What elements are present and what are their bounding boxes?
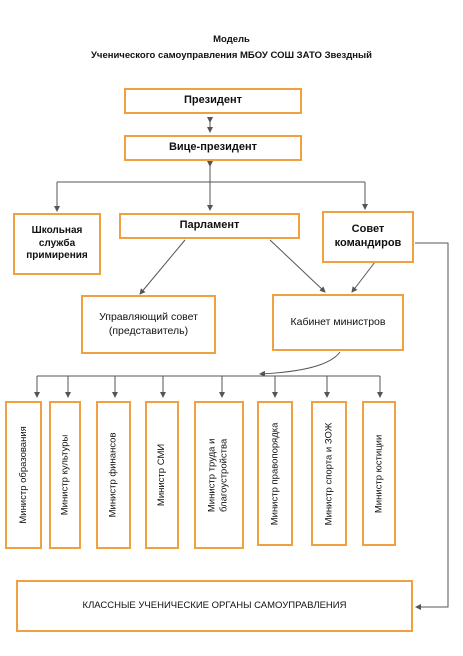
connector-to-cabinet — [269, 239, 326, 293]
school-mediation-service-box: Школьная служба примирения — [13, 213, 101, 275]
minister-finance-box: Министр финансов — [96, 401, 131, 549]
connector-council-cabinet — [351, 256, 381, 293]
diagram-subtitle: Ученического самоуправления МБОУ СОШ ЗАТ… — [91, 50, 372, 61]
school-service-line1: Школьная — [31, 225, 83, 237]
minister-law-order-box: Министр правопорядка — [257, 401, 293, 546]
minister-justice-box: Министр юстиции — [362, 401, 396, 546]
governing-council-box: Управляющий совет (представитель) — [81, 295, 216, 354]
minister-media-box: Министр СМИ — [145, 401, 179, 549]
minister-sport-box: Министр спорта и ЗОЖ — [311, 401, 347, 546]
governing-council-line2: (представитель) — [108, 324, 189, 337]
diagram-title: Модель — [213, 34, 250, 45]
minister-finance-label: Министр финансов — [107, 432, 119, 518]
governing-council-line1: Управляющий совет — [99, 311, 198, 324]
minister-labor-line2: благоустройства — [219, 438, 231, 512]
minister-labor-label: Министр труда и благоустройства — [207, 438, 232, 512]
minister-law-order-label: Министр правопорядка — [269, 422, 281, 525]
class-self-government-box: КЛАССНЫЕ УЧЕНИЧЕСКИЕ ОРГАНЫ САМОУПРАВЛЕН… — [16, 580, 413, 632]
minister-education-box: Министр образования — [5, 401, 42, 549]
minister-culture-box: Министр культуры — [49, 401, 81, 549]
parliament-box: Парламент — [119, 213, 300, 239]
council-line1: Совет — [351, 223, 385, 236]
council-of-commanders-box: Совет командиров — [322, 211, 414, 263]
connector-council-class — [415, 242, 449, 610]
minister-culture-label: Министр культуры — [59, 434, 71, 516]
minister-sport-label: Министр спорта и ЗОЖ — [323, 422, 335, 525]
connector-cabinet-down — [259, 351, 341, 377]
minister-labor-line1: Министр труда и — [206, 438, 218, 512]
president-box: Президент — [124, 88, 302, 114]
minister-education-label: Министр образования — [17, 426, 29, 524]
school-service-line3: примирения — [26, 250, 88, 262]
minister-justice-label: Министр юстиции — [373, 434, 385, 513]
vice-president-box: Вице-президент — [124, 135, 302, 161]
cabinet-of-ministers-box: Кабинет министров — [272, 294, 404, 351]
minister-labor-box: Министр труда и благоустройства — [194, 401, 244, 549]
connector-to-governing-council — [139, 239, 186, 295]
school-service-line2: служба — [38, 237, 76, 249]
minister-media-label: Министр СМИ — [156, 443, 168, 507]
council-line2: командиров — [334, 237, 402, 249]
